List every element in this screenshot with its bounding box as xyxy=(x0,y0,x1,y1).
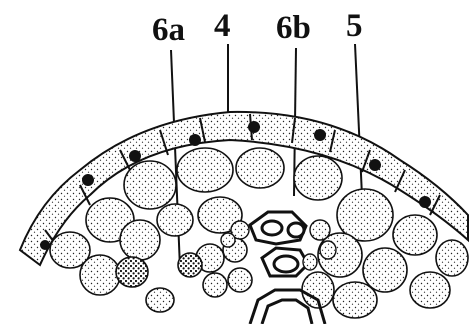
dense-cells-6a xyxy=(116,253,202,287)
leader-5 xyxy=(355,44,362,196)
